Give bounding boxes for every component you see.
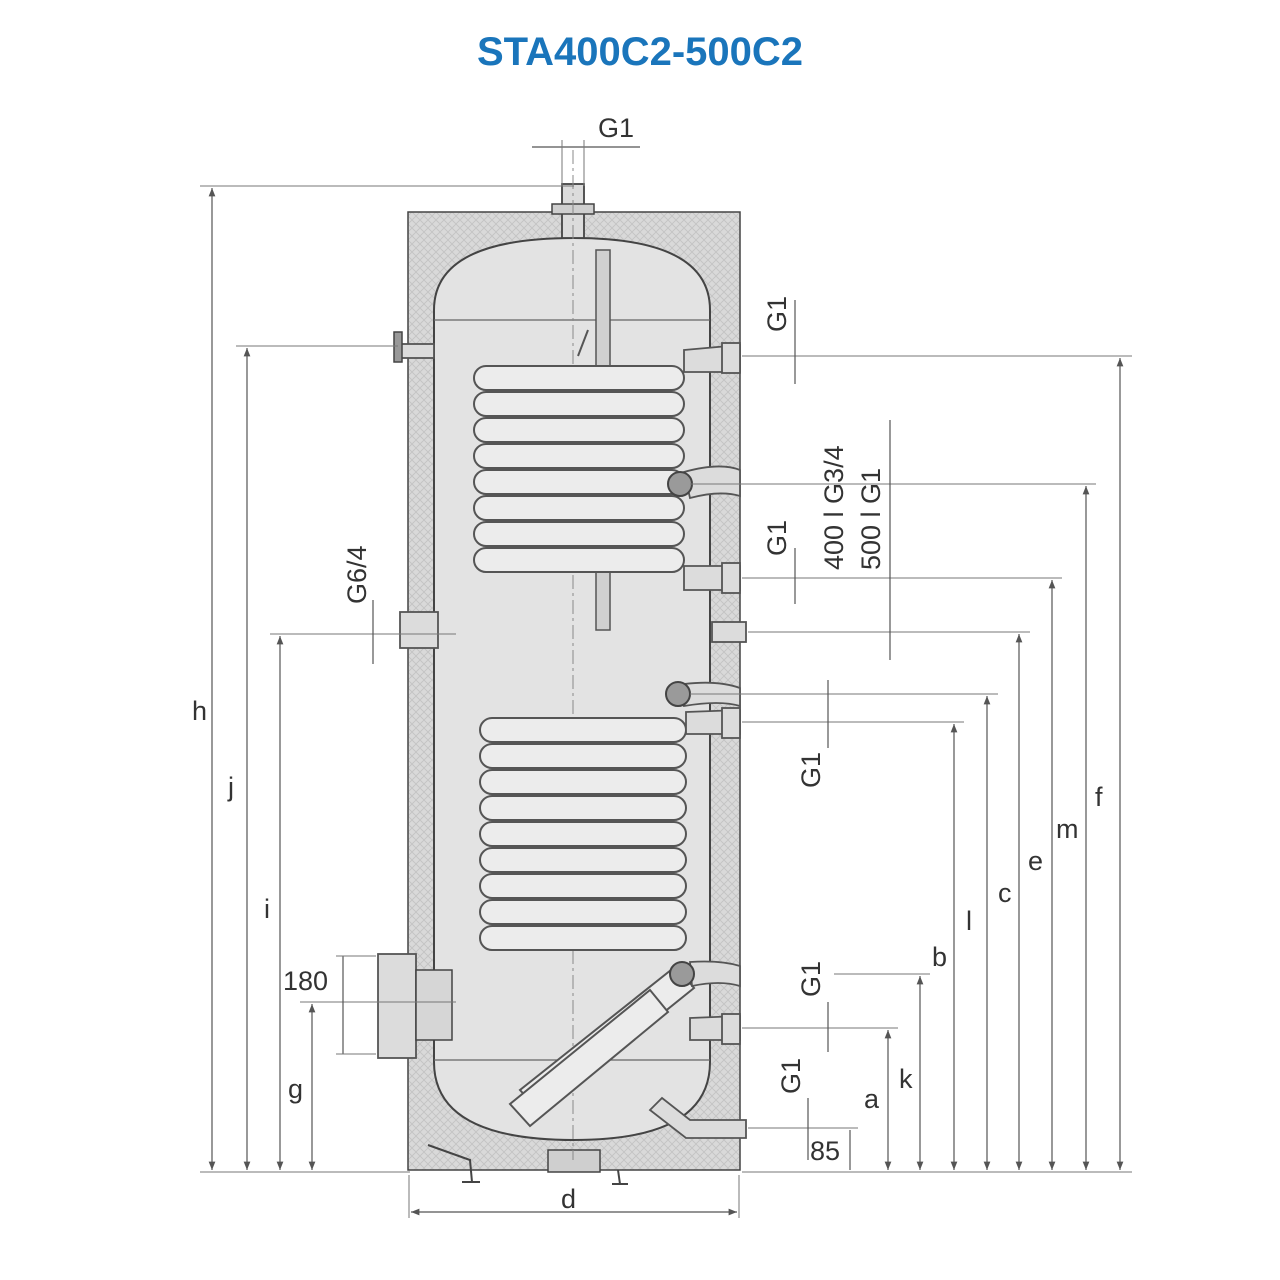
right-dimension-lines [690, 300, 1132, 1173]
label-c: c [998, 878, 1012, 908]
upper-heat-exchanger-coil [473, 365, 685, 573]
label-f: f [1095, 782, 1103, 812]
foot-left [427, 1144, 480, 1183]
label-400l-g34: 400 l G3/4 [819, 445, 849, 570]
foot-right [612, 1169, 628, 1185]
label-g1-bottom: G1 [776, 1058, 806, 1094]
right-connections [648, 342, 747, 1139]
sensor-tube [577, 329, 589, 357]
left-connections [377, 331, 453, 1059]
diagram-title: STA400C2-500C2 [476, 30, 804, 74]
label-m: m [1056, 814, 1079, 844]
left-dimension-lines [200, 185, 574, 1173]
label-h: h [192, 696, 207, 726]
label-g: g [288, 1074, 303, 1104]
label-j: j [227, 772, 234, 802]
label-e: e [1028, 846, 1043, 876]
width-dimension [408, 1175, 740, 1218]
label-flange-180: 180 [283, 966, 328, 996]
label-a: a [864, 1084, 880, 1114]
label-k: k [899, 1064, 913, 1094]
label-b: b [932, 942, 947, 972]
label-g64: G6/4 [342, 545, 372, 604]
label-i: i [264, 894, 270, 924]
label-l: l [966, 906, 972, 936]
label-g1-lower-a: G1 [796, 752, 826, 788]
label-d: d [561, 1184, 576, 1214]
label-g1-upper-in: G1 [762, 520, 792, 556]
top-g1-indicator [532, 140, 640, 186]
label-g1-top: G1 [598, 113, 634, 143]
label-g1-lower-b: G1 [796, 961, 826, 997]
label-g1-upper-out: G1 [762, 296, 792, 332]
label-85: 85 [810, 1136, 840, 1166]
lower-heat-exchanger-coil [479, 717, 696, 1128]
base-plinth [547, 1149, 601, 1173]
label-500l-g1: 500 l G1 [856, 468, 886, 570]
